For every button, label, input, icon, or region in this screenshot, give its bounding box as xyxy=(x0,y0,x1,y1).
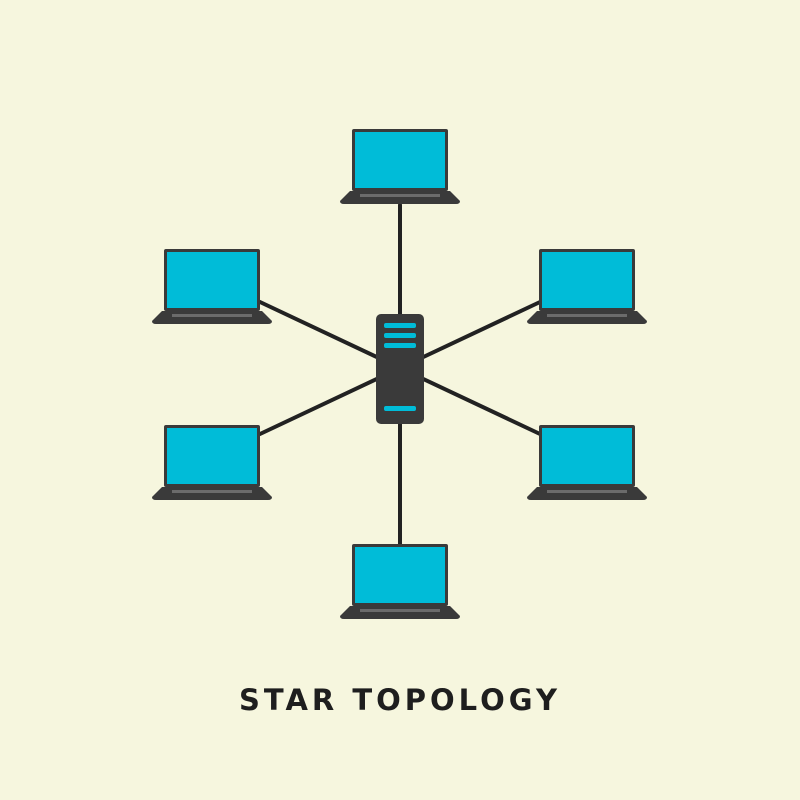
laptop-icon xyxy=(152,249,272,324)
laptop-icon xyxy=(527,425,647,500)
laptop-screen xyxy=(167,428,257,484)
laptop-icon xyxy=(340,129,460,204)
laptops-group xyxy=(152,129,647,619)
laptop-screen xyxy=(542,428,632,484)
laptop-icon xyxy=(340,544,460,619)
laptop-screen xyxy=(167,252,257,308)
server-tower-icon xyxy=(376,314,424,424)
laptop-icon xyxy=(527,249,647,324)
diagram-title: STAR TOPOLOGY xyxy=(239,683,561,717)
laptop-screen xyxy=(355,132,445,188)
laptop-screen xyxy=(355,547,445,603)
laptop-icon xyxy=(152,425,272,500)
laptop-screen xyxy=(542,252,632,308)
